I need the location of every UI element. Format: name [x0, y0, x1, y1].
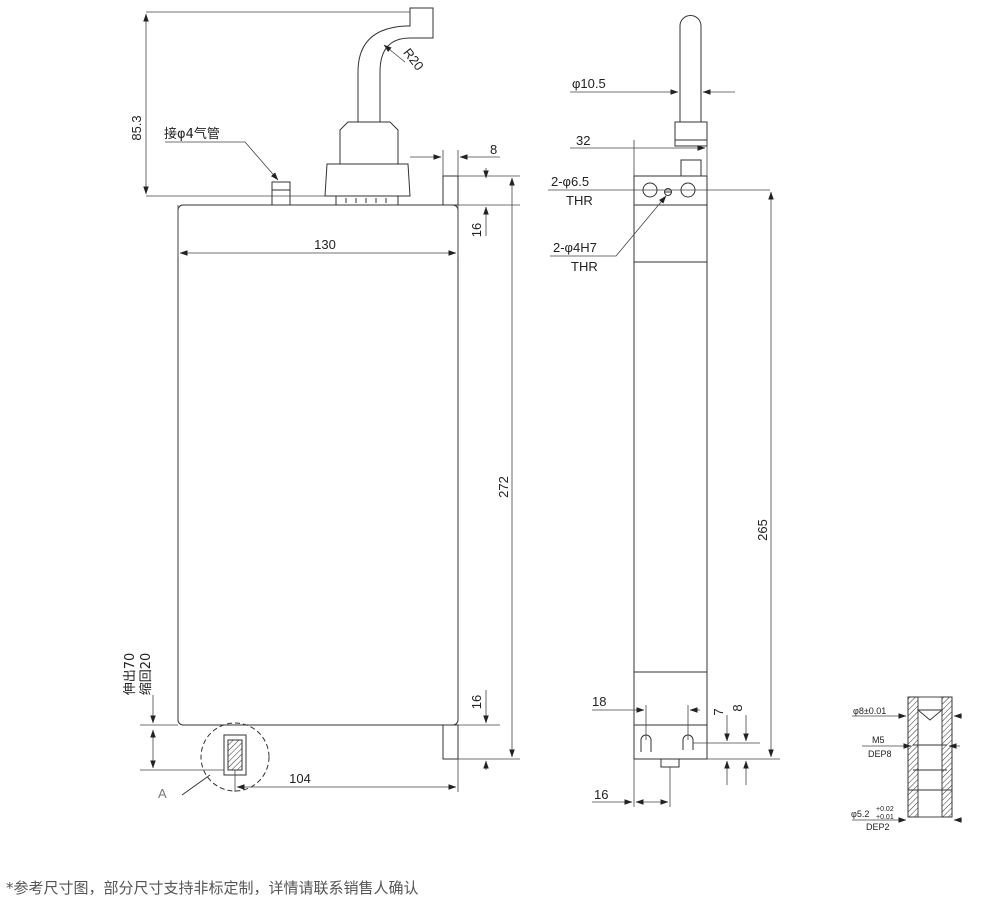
- dim-detail-pin: φ5.2: [851, 809, 869, 819]
- side-rod: [679, 15, 702, 122]
- dim-side-tab: 8: [490, 142, 497, 157]
- side-view: [633, 15, 708, 768]
- dim-detail-pin-tol-upper: +0.02: [876, 806, 894, 813]
- dim-bottom-8: 8: [730, 704, 745, 711]
- dim-detail-thread: M5: [872, 735, 885, 745]
- connector-pins: [335, 195, 399, 206]
- air-fitting: [271, 181, 291, 206]
- side-dimensions: [548, 89, 780, 807]
- side-body: [633, 175, 708, 760]
- rod-housing: [674, 121, 708, 147]
- label-hole-thr-count: 2-φ6.5: [551, 174, 589, 189]
- label-extend: 伸出70: [123, 653, 138, 696]
- dim-bottom-16: 16: [594, 787, 608, 802]
- label-air-fitting: 接φ4气管: [164, 126, 220, 142]
- detail-circle: [200, 722, 270, 792]
- label-detail-a: A: [158, 786, 167, 801]
- dim-body-width: 130: [314, 237, 336, 252]
- dim-detail-thread-depth: DEP8: [868, 749, 892, 759]
- label-hole-thr-type: THR: [566, 193, 593, 208]
- dim-bottom-spacing: 18: [592, 694, 606, 709]
- dim-bottom-7: 7: [711, 708, 726, 715]
- air-tube: [357, 7, 434, 125]
- bottom-tab: [442, 724, 459, 760]
- dim-detail-outer: φ8±0.01: [853, 706, 886, 716]
- front-body-outline: [177, 204, 459, 726]
- footer-note: *参考尺寸图，部分尺寸支持非标定制，详情请联系销售人确认: [6, 879, 419, 897]
- dim-body-height: 272: [496, 476, 511, 498]
- dim-top-width: 32: [576, 133, 590, 148]
- front-view: [177, 7, 459, 796]
- detail-view: [907, 696, 953, 818]
- detail-dimensions: [852, 713, 962, 823]
- dim-detail-pin-depth: DEP2: [866, 822, 890, 832]
- dim-top-offset: 16: [469, 223, 484, 237]
- label-pin-type: THR: [571, 259, 598, 274]
- connector-housing: [324, 121, 411, 197]
- dim-rod-diameter: φ10.5: [572, 76, 606, 91]
- dim-height-top: 85.3: [129, 115, 144, 140]
- label-pin-count: 2-φ4H7: [553, 240, 597, 255]
- front-dimensions: [140, 11, 520, 792]
- dim-side-body-height: 265: [755, 519, 770, 541]
- side-tab: [442, 175, 459, 206]
- dim-bottom-width: 104: [289, 771, 311, 786]
- dim-bend-radius: R20: [400, 45, 427, 73]
- label-retract: 缩回20: [138, 653, 154, 696]
- dim-bottom-offset: 16: [469, 695, 484, 709]
- dim-detail-pin-tol-lower: +0.01: [876, 814, 894, 821]
